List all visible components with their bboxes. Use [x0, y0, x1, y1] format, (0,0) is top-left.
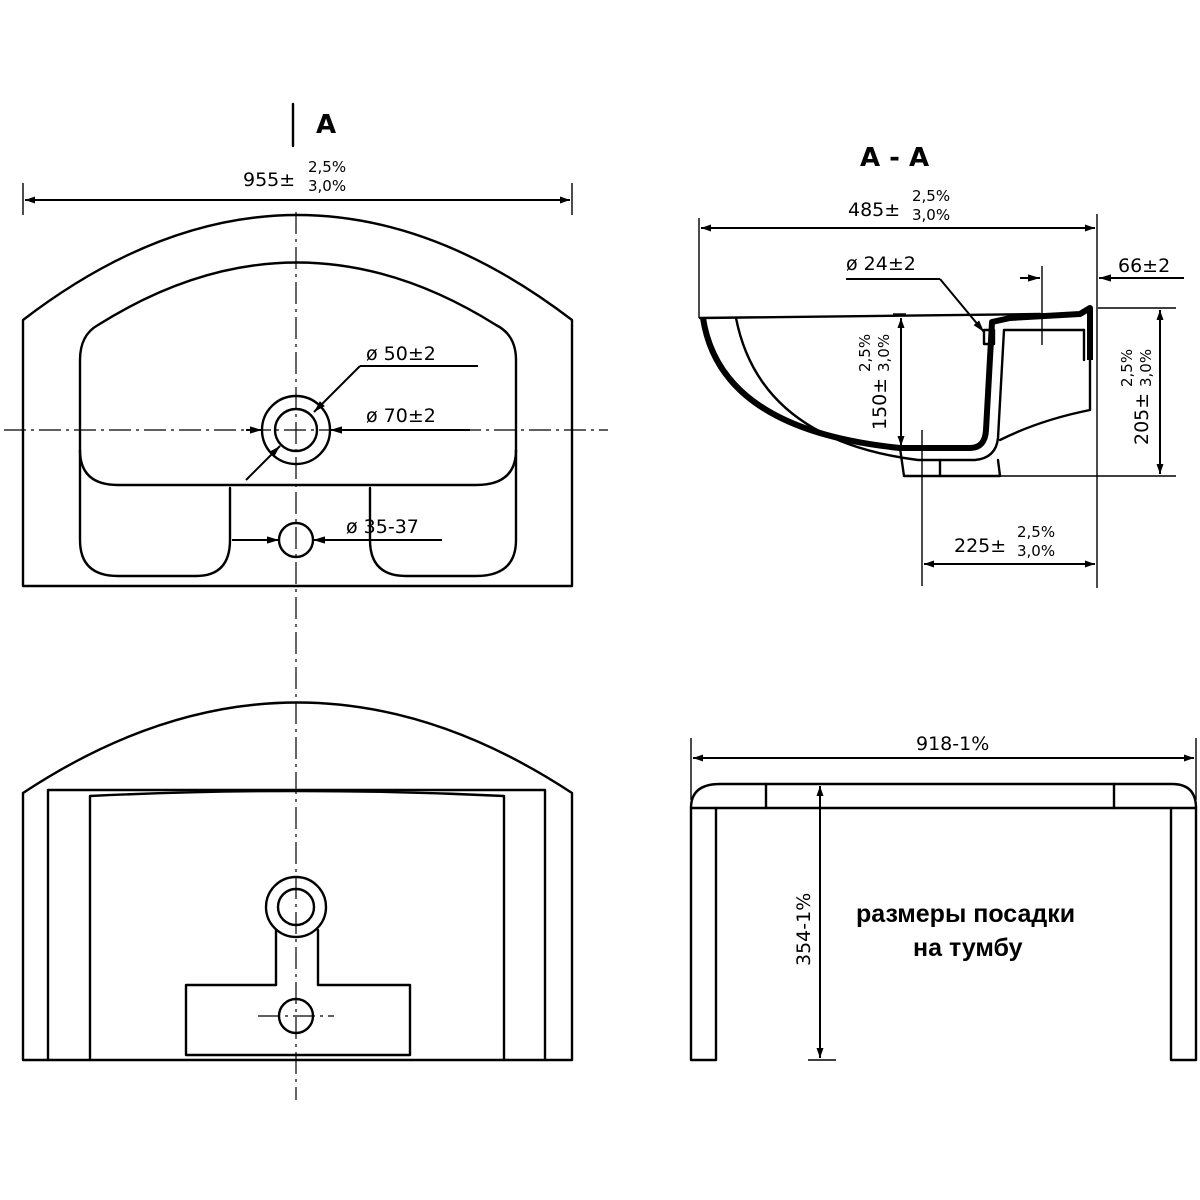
bottom-drain-channel: [274, 928, 320, 987]
bowl-height-text: 150± 2,5% 3,0%: [856, 334, 893, 430]
bottom-outline: [21, 701, 574, 1062]
top-view: A 955± 2,5% 3,0% ø 50±2 ø 70±2: [4, 102, 608, 1100]
section-view: A - A 485± 2,5% 3,0% ø 24±2 66±2: [698, 143, 1184, 588]
drain-offset-tol-lower: 3,0%: [1017, 542, 1055, 560]
section-title: A - A: [860, 143, 929, 173]
cabinet-width-label: 918-1%: [916, 733, 989, 755]
basin-section-wall: [700, 305, 1093, 451]
cabinet-note-line2: на тумбу: [913, 934, 1023, 962]
bowl-height-tol-lower: 3,0%: [875, 334, 893, 372]
depth-value: 485±: [848, 199, 900, 221]
bowl-height-tol-upper: 2,5%: [856, 334, 874, 372]
cabinet-leg-left: [689, 806, 718, 1062]
hole50-leader-lower: [245, 445, 281, 481]
bottom-pedestal-block: [184, 983, 412, 1057]
bottom-drain-outer: [264, 875, 328, 939]
overflow-leader: [939, 278, 985, 333]
cabinet-top-board: [689, 782, 1198, 810]
drain-offset-tol-upper: 2,5%: [1017, 523, 1055, 541]
depth-tol-upper: 2,5%: [912, 187, 950, 205]
total-height-tol-upper: 2,5%: [1118, 349, 1136, 387]
top-deck-outline-right: [368, 448, 518, 578]
width-tol-lower: 3,0%: [308, 177, 346, 195]
overflow-hole: [982, 328, 996, 346]
basin-rim-line: [698, 312, 1042, 320]
total-height-value: 205±: [1131, 393, 1153, 445]
basin-outer-shell: [998, 358, 1092, 442]
bottom-inner-frame: [88, 789, 506, 1062]
hole50-label: ø 50±2: [366, 343, 436, 365]
cabinet-leg-right: [1169, 806, 1198, 1062]
top-deck-outline: [78, 448, 232, 578]
cabinet-note-line1: размеры посадки: [856, 900, 1075, 928]
hole70-label: ø 70±2: [366, 405, 436, 427]
bottom-view: [21, 701, 574, 1062]
bottom-drain-inner: [276, 887, 316, 927]
view-marker-label: A: [316, 110, 336, 140]
top-outline: [21, 213, 574, 588]
total-height-tol-lower: 3,0%: [1137, 349, 1155, 387]
rim-label: 66±2: [1118, 255, 1170, 277]
basin-inner-surface: [734, 316, 1086, 462]
cabinet-depth-label: 354-1%: [793, 893, 815, 966]
cabinet-depth-text: 354-1%: [793, 893, 815, 966]
drain-offset-value: 225±: [954, 535, 1006, 557]
hole50-leader: [313, 365, 361, 413]
width-value: 955±: [243, 169, 295, 191]
width-tol-upper: 2,5%: [308, 158, 346, 176]
hole35-label: ø 35-37: [346, 516, 419, 538]
overflow-label: ø 24±2: [846, 253, 916, 275]
drain-outlet: [898, 446, 1002, 478]
bowl-height-value: 150±: [869, 378, 891, 430]
cabinet-view: 918-1% 354-1% размеры посадки на тумбу: [689, 733, 1198, 1062]
total-height-text: 205± 2,5% 3,0%: [1118, 349, 1155, 445]
depth-tol-lower: 3,0%: [912, 206, 950, 224]
